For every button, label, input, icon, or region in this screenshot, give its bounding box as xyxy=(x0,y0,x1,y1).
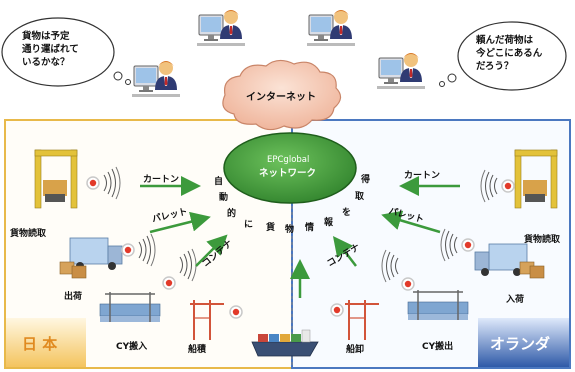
arc-char: 報 xyxy=(324,218,334,228)
japan-loading-label: 船積 xyxy=(188,345,207,355)
arc-char: 物 xyxy=(285,225,295,235)
left-bubble-text: 貨物は予定 通り運ばれて いるかな？ xyxy=(22,30,79,69)
network-title: EPCglobal xyxy=(267,155,310,165)
arc-char: 得 xyxy=(361,175,371,185)
rfid-gate-icon xyxy=(514,149,558,209)
container-ship-icon xyxy=(251,329,319,357)
person-computer-icon xyxy=(377,53,425,89)
right-bubble-text: 頼んだ荷物は 今どこにあるん だろう？ xyxy=(476,34,542,73)
rfid-tag-icon xyxy=(86,176,100,190)
bubble-line: いるかな？ xyxy=(22,57,70,68)
container-crane-icon xyxy=(407,290,469,320)
person-computer-icon xyxy=(132,61,180,97)
arc-char: 取 xyxy=(355,192,365,202)
network-subtitle: ネットワーク xyxy=(259,168,317,179)
rfid-tag-icon xyxy=(501,179,515,193)
arc-char: 情 xyxy=(305,223,315,233)
bubble-line: だろう？ xyxy=(476,61,514,72)
bubble-line: 今どこにあるん xyxy=(476,48,543,59)
nl-receiving-label: 入荷 xyxy=(506,295,525,305)
cargo-box-icon xyxy=(59,261,87,279)
gantry-crane-icon xyxy=(190,300,224,340)
rfid-tag-icon xyxy=(461,238,475,252)
nl-unloading-label: 船卸 xyxy=(346,345,365,355)
arc-char: に xyxy=(244,220,254,230)
japan-reading-label: 貨物読取 xyxy=(10,229,47,239)
left-thought-bubble xyxy=(1,17,131,87)
carton-label: カートン xyxy=(404,171,441,181)
rfid-gate-icon xyxy=(34,149,78,209)
person-computer-icon xyxy=(197,10,245,46)
arc-char: を xyxy=(342,208,352,218)
rfid-tag-icon xyxy=(401,277,415,291)
bubble-line: 通り運ばれて xyxy=(22,44,79,55)
container-arrow xyxy=(332,236,357,267)
rfid-tag-icon xyxy=(162,276,176,290)
internet-label: インターネット xyxy=(246,92,316,103)
gantry-crane-icon xyxy=(345,300,379,340)
epc-network-node xyxy=(223,132,357,204)
netherlands-region-label: オランダ xyxy=(490,335,551,353)
japan-label-bg xyxy=(6,318,86,367)
japan-region-label: 日 本 xyxy=(22,335,58,353)
right-thought-bubble xyxy=(439,21,567,91)
japan-cy-in-label: CY搬入 xyxy=(116,342,148,352)
carton-label: カートン xyxy=(143,175,180,185)
cargo-box-icon xyxy=(519,261,545,279)
arc-char: 自 xyxy=(214,177,224,187)
bubble-line: 頼んだ荷物は xyxy=(476,35,534,46)
arc-char: 動 xyxy=(219,193,229,203)
netherlands-label-bg xyxy=(478,318,569,367)
arc-char: 貨 xyxy=(266,223,276,233)
pallet-arrow xyxy=(149,211,211,234)
container-crane-icon xyxy=(99,292,161,322)
japan-shipping-label: 出荷 xyxy=(64,292,83,302)
nl-reading-label: 貨物読取 xyxy=(524,235,561,245)
pallet-arrow xyxy=(381,210,441,234)
bubble-line: 貨物は予定 xyxy=(22,31,70,42)
arc-char: 的 xyxy=(227,209,237,219)
rfid-tag-icon xyxy=(121,243,135,257)
nl-cy-out-label: CY搬出 xyxy=(422,342,454,352)
rfid-tag-icon xyxy=(229,305,243,319)
container-arrow xyxy=(195,234,228,267)
internet-cloud xyxy=(222,59,342,131)
rfid-tag-icon xyxy=(330,303,344,317)
person-computer-icon xyxy=(307,10,355,46)
